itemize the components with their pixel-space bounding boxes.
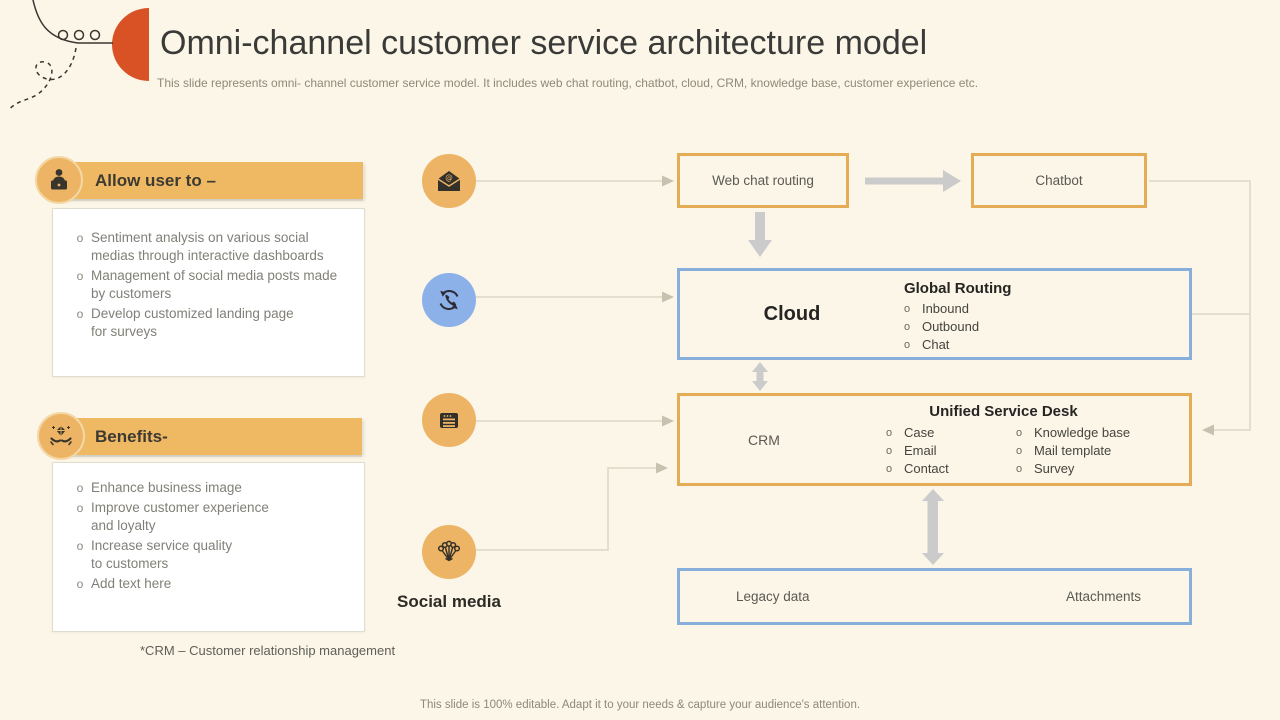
benefits-header-bar: Benefits- bbox=[55, 418, 362, 455]
crm-footnote: *CRM – Customer relationship management bbox=[140, 643, 396, 658]
social-media-label: Social media bbox=[397, 592, 501, 611]
list-item: Enhance business image bbox=[69, 479, 356, 497]
email-envelope-icon: @ bbox=[422, 154, 476, 208]
chatbot-label: Chatbot bbox=[1035, 173, 1083, 188]
global-routing-list: Inbound Outbound Chat bbox=[904, 300, 1011, 354]
list-item: Increase service quality to customers bbox=[69, 537, 356, 573]
list-item: Mail template bbox=[1016, 442, 1130, 460]
crm-label: CRM bbox=[748, 431, 780, 448]
benefits-list: Enhance business image Improve customer … bbox=[69, 479, 356, 593]
arrow-webchat-to-cloud bbox=[748, 212, 772, 257]
phone-routing-icon bbox=[422, 273, 476, 327]
allow-user-panel: Sentiment analysis on various social med… bbox=[52, 208, 365, 377]
list-item: Chat bbox=[904, 336, 1011, 354]
list-item: Survey bbox=[1016, 460, 1130, 478]
list-item: Case bbox=[886, 424, 998, 442]
thin-connector-lines bbox=[476, 180, 1251, 551]
arrow-crm-legacy-bidirectional bbox=[922, 489, 944, 565]
arrow-webchat-to-chatbot bbox=[865, 170, 961, 192]
social-network-icon bbox=[422, 525, 476, 579]
attachments-label: Attachments bbox=[1065, 589, 1141, 604]
list-item: Add text here bbox=[69, 575, 356, 593]
unified-service-desk-title: Unified Service Desk bbox=[929, 403, 1078, 420]
chatbot-box: Chatbot bbox=[971, 153, 1147, 208]
cloud-box: Cloud Global Routing Inbound Outbound Ch… bbox=[677, 268, 1192, 360]
list-item: Inbound bbox=[904, 300, 1011, 318]
web-chat-routing-label: Web chat routing bbox=[712, 173, 814, 188]
decorative-squiggle bbox=[7, 0, 113, 112]
presenter-icon bbox=[35, 156, 83, 204]
allow-user-list: Sentiment analysis on various social med… bbox=[69, 229, 356, 341]
benefits-panel: Enhance business image Improve customer … bbox=[52, 462, 365, 632]
list-item: Knowledge base bbox=[1016, 424, 1130, 442]
allow-user-header-bar: Allow user to – bbox=[55, 162, 363, 199]
list-item: Email bbox=[886, 442, 998, 460]
legacy-attachments-box: Legacy data Attachments bbox=[677, 568, 1192, 625]
desk-column-2: Knowledge base Mail template Survey bbox=[1016, 424, 1130, 478]
list-item: Sentiment analysis on various social med… bbox=[69, 229, 356, 265]
list-item: Management of social media posts made by… bbox=[69, 267, 356, 303]
allow-user-heading: Allow user to – bbox=[95, 170, 216, 190]
unified-service-desk-section: Unified Service Desk Case Email Contact … bbox=[848, 396, 1189, 483]
desk-column-1: Case Email Contact bbox=[886, 424, 998, 478]
svg-text:@: @ bbox=[445, 173, 453, 182]
slide-subtitle: This slide represents omni- channel cust… bbox=[157, 76, 979, 90]
global-routing-title: Global Routing bbox=[903, 280, 1012, 297]
list-item: Develop customized landing page for surv… bbox=[69, 305, 356, 341]
list-item: Contact bbox=[886, 460, 998, 478]
page-title: Omni-channel customer service architectu… bbox=[160, 24, 928, 62]
cloud-label: Cloud bbox=[763, 302, 821, 325]
hands-diamond-icon bbox=[37, 412, 85, 460]
global-routing-section: Global Routing Inbound Outbound Chat bbox=[904, 271, 1011, 357]
list-item: Improve customer experience and loyalty bbox=[69, 499, 356, 535]
thick-gray-arrows bbox=[748, 170, 961, 565]
arrow-cloud-crm-bidirectional bbox=[752, 362, 768, 391]
document-menu-icon bbox=[422, 393, 476, 447]
crm-box: CRM Unified Service Desk Case Email Cont… bbox=[677, 393, 1192, 486]
web-chat-routing-box: Web chat routing bbox=[677, 153, 849, 208]
list-item: Outbound bbox=[904, 318, 1011, 336]
benefits-heading: Benefits- bbox=[95, 426, 168, 446]
slide-footer: This slide is 100% editable. Adapt it to… bbox=[419, 699, 861, 711]
legacy-data-label: Legacy data bbox=[736, 589, 810, 604]
